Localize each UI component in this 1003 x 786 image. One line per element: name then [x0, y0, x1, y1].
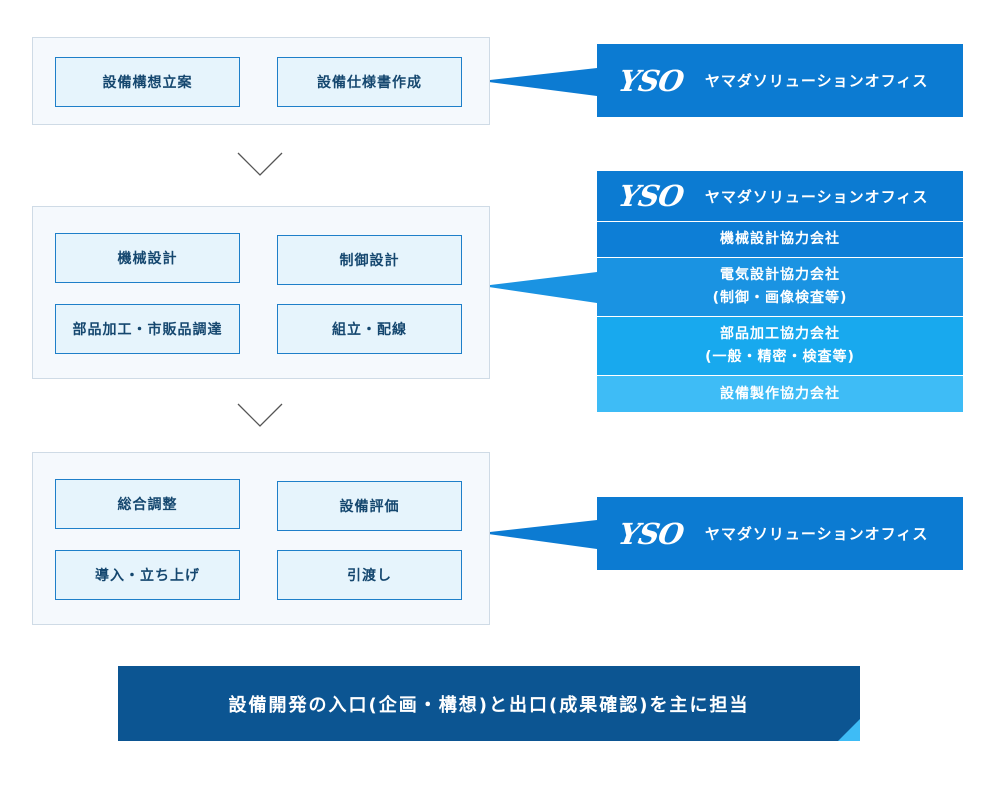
chevron-down-icon — [237, 403, 283, 427]
stage-delivery: 総合調整 設備評価 導入・立ち上げ 引渡し — [32, 452, 490, 625]
company-name: ヤマダソリューションオフィス — [704, 187, 929, 206]
company-box: YSO ヤマダソリューションオフィス — [597, 44, 963, 117]
company-box: YSO ヤマダソリューションオフィス — [597, 171, 963, 221]
task-box: 設備構想立案 — [55, 57, 240, 107]
partner-parts: 部品加工協力会社 (一般・精密・検査等) — [597, 317, 963, 375]
pointer-stage-3 — [481, 520, 597, 549]
company-box: YSO ヤマダソリューションオフィス — [597, 497, 963, 570]
partner-label: 部品加工協力会社 — [720, 326, 840, 342]
partner-fabrication: 設備製作協力会社 — [597, 376, 963, 412]
partner-electrical: 電気設計協力会社 (制御・画像検査等) — [597, 258, 963, 316]
task-box: 部品加工・市販品調達 — [55, 304, 240, 354]
corner-accent-icon — [838, 719, 860, 741]
company-logo: YSO — [616, 179, 686, 213]
task-box: 設備評価 — [277, 481, 462, 531]
partner-sublabel: (一般・精密・検査等) — [705, 349, 855, 365]
task-box: 組立・配線 — [277, 304, 462, 354]
partner-label: 電気設計協力会社 — [720, 267, 840, 283]
partner-label: 設備製作協力会社 — [720, 385, 840, 402]
partner-sublabel: (制御・画像検査等) — [712, 290, 848, 306]
task-box: 設備仕様書作成 — [277, 57, 462, 107]
pointer-stage-1 — [481, 68, 597, 96]
pointer-stage-2 — [482, 272, 597, 303]
stage-planning: 設備構想立案 設備仕様書作成 — [32, 37, 490, 125]
company-name: ヤマダソリューションオフィス — [704, 72, 929, 90]
partner-label: 機械設計協力会社 — [720, 231, 840, 247]
task-box: 制御設計 — [277, 235, 462, 285]
partner-mechanical: 機械設計協力会社 — [597, 222, 963, 257]
stage-build: 機械設計 制御設計 部品加工・市販品調達 組立・配線 — [32, 206, 490, 379]
summary-banner: 設備開発の入口(企画・構想)と出口(成果確認)を主に担当 — [118, 666, 860, 741]
task-box: 引渡し — [277, 550, 462, 600]
company-logo: YSO — [616, 516, 686, 551]
task-box: 導入・立ち上げ — [55, 550, 240, 600]
task-box: 総合調整 — [55, 479, 240, 529]
task-box: 機械設計 — [55, 233, 240, 283]
summary-text: 設備開発の入口(企画・構想)と出口(成果確認)を主に担当 — [228, 694, 750, 716]
chevron-down-icon — [237, 152, 283, 176]
company-logo: YSO — [616, 63, 686, 98]
company-name: ヤマダソリューションオフィス — [704, 525, 929, 543]
